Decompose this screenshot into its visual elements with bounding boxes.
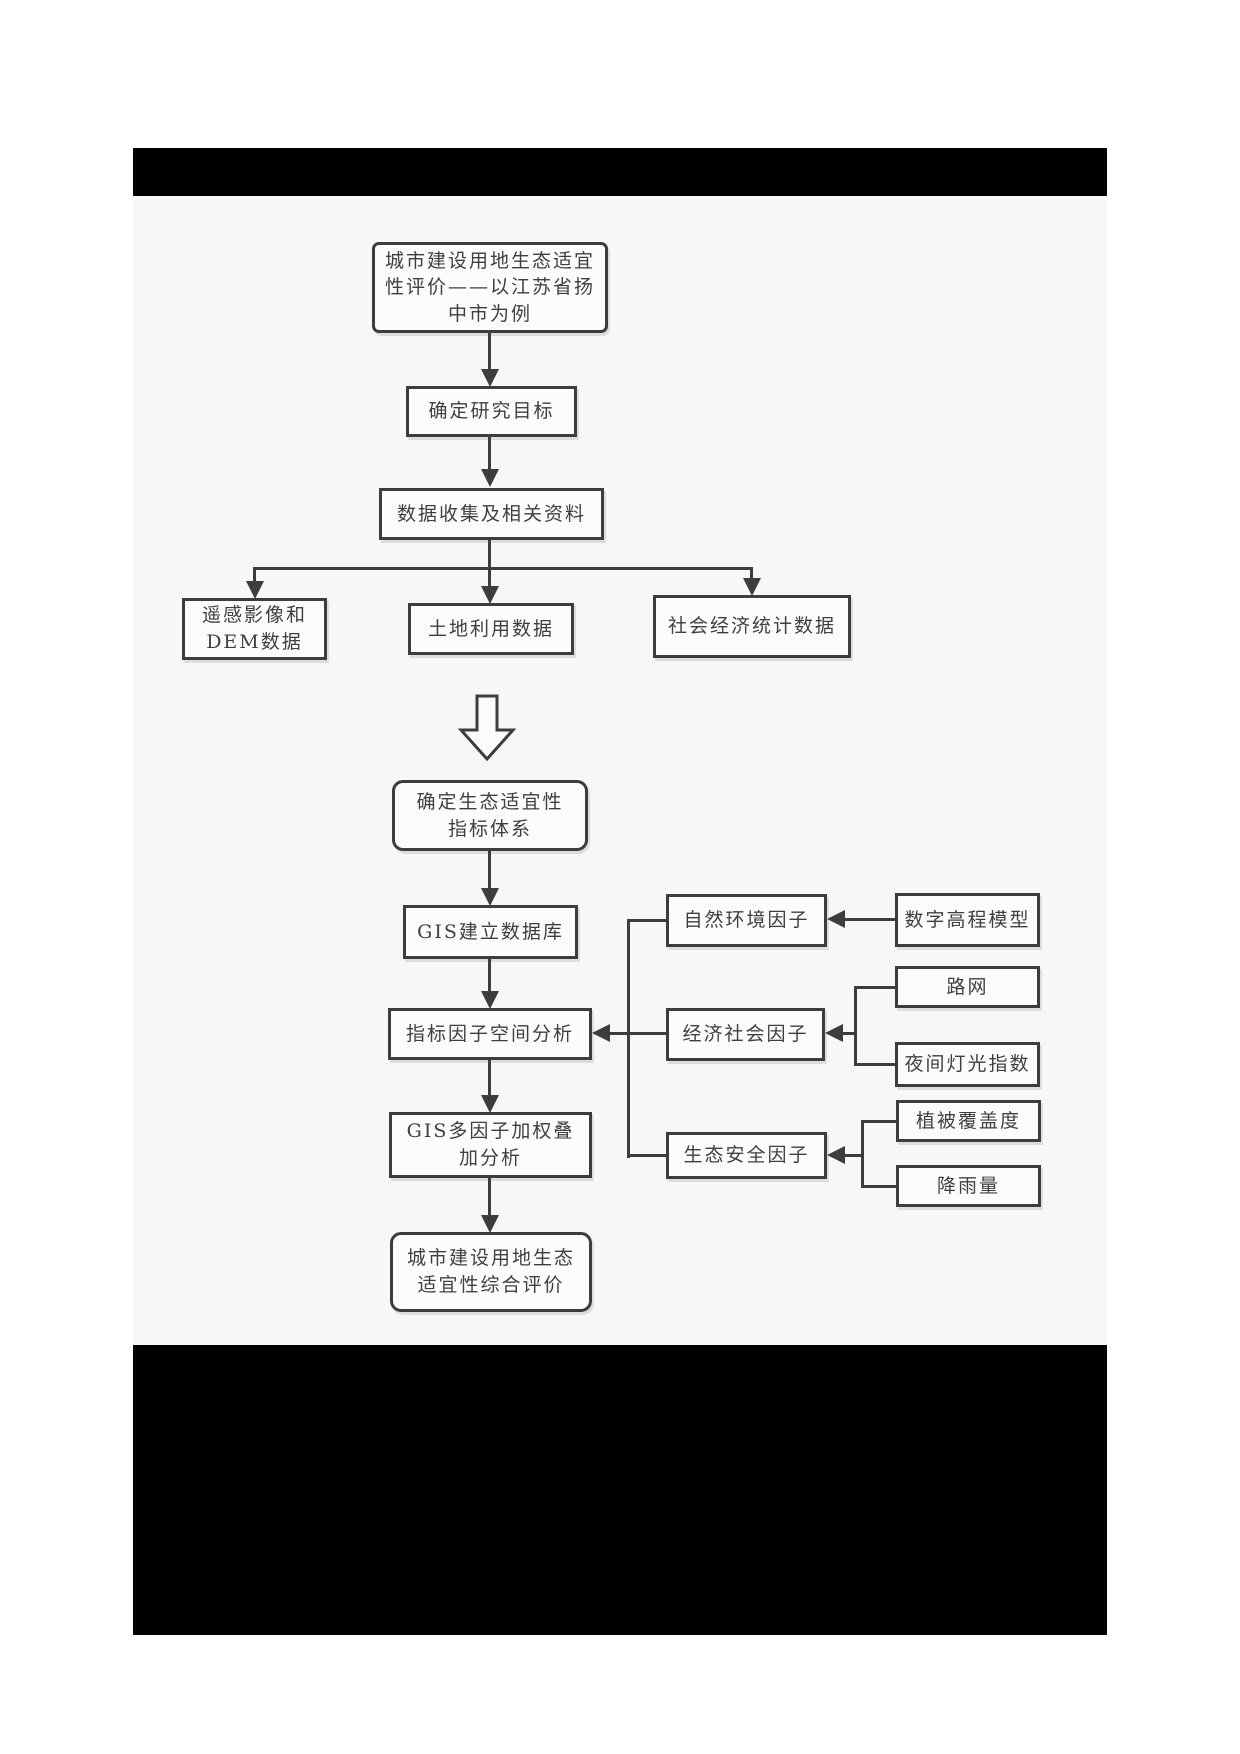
node-vegetation-cover: 植被覆盖度 [896, 1100, 1041, 1142]
node-weighted-overlay: GIS多因子加权叠 加分析 [389, 1112, 592, 1178]
node-night-light-index: 夜间灯光指数 [895, 1042, 1040, 1087]
arrow-gisdb-to-spatial-head [481, 991, 499, 1009]
light-lead-line [857, 1063, 895, 1066]
arrow-title-to-goal-head [481, 369, 499, 387]
road-lead-line [857, 986, 895, 989]
node-natural-factor: 自然环境因子 [666, 894, 827, 947]
economic-sources-trunk-line [854, 986, 857, 1066]
arrow-dem-to-natural-line [843, 918, 895, 921]
arrow-goal-to-collect-head [481, 469, 499, 487]
arrow-weighted-to-final-head [481, 1215, 499, 1233]
node-landuse-data: 土地利用数据 [408, 603, 574, 655]
fanout-middle-head [481, 586, 499, 604]
node-index-system: 确定生态适宜性 指标体系 [392, 780, 588, 851]
vegetation-lead-line [864, 1120, 896, 1123]
node-rainfall: 降雨量 [896, 1165, 1041, 1207]
fanout-stem-line [488, 540, 491, 570]
fanout-right-head [743, 578, 761, 596]
fanout-horizontal-line [253, 567, 752, 570]
arrow-dem-to-natural-head [827, 910, 845, 928]
node-road-network: 路网 [895, 966, 1040, 1008]
safety-factor-lead-line [630, 1154, 666, 1157]
redacted-text-block-top [133, 148, 1107, 196]
node-data-collection: 数据收集及相关资料 [379, 488, 604, 540]
node-research-goal: 确定研究目标 [406, 386, 577, 437]
node-economic-factor: 经济社会因子 [666, 1008, 825, 1061]
node-title: 城市建设用地生态适宜 性评价——以江苏省扬 中市为例 [372, 242, 608, 333]
arrow-factors-to-spatial-line [608, 1032, 666, 1035]
node-ecological-safety-factor: 生态安全因子 [666, 1132, 827, 1179]
rainfall-lead-line [864, 1185, 896, 1188]
arrow-weighted-to-final-line [488, 1178, 491, 1217]
arrow-gisdb-to-spatial-line [488, 959, 491, 993]
arrow-factors-to-spatial-head [592, 1024, 610, 1042]
arrow-title-to-goal-line [488, 333, 491, 372]
arrow-spatial-to-weighted-line [488, 1060, 491, 1097]
fanout-right-drop-line [750, 567, 753, 580]
node-dem-model: 数字高程模型 [895, 893, 1040, 947]
fanout-left-drop-line [253, 567, 256, 583]
fanout-left-head [246, 581, 264, 599]
node-remote-sensing-dem: 遥感影像和 DEM数据 [182, 598, 327, 660]
node-final-evaluation: 城市建设用地生态 适宜性综合评价 [390, 1232, 592, 1312]
natural-factor-lead-line [630, 919, 666, 922]
arrow-sources-to-safety-line [843, 1154, 864, 1157]
factor-trunk-line [627, 919, 630, 1158]
arrow-spatial-to-weighted-head [481, 1095, 499, 1113]
arrow-index-to-gisdb-head [481, 888, 499, 906]
big-hollow-down-arrow [458, 694, 516, 762]
fanout-middle-drop-line [488, 567, 491, 588]
arrow-sources-to-economic-line [841, 1032, 857, 1035]
node-socioeconomic-data: 社会经济统计数据 [653, 595, 851, 658]
arrow-sources-to-economic-head [825, 1024, 843, 1042]
flowchart-figure-area [133, 196, 1107, 1345]
arrow-index-to-gisdb-line [488, 851, 491, 890]
arrow-goal-to-collect-line [488, 437, 491, 473]
arrow-sources-to-safety-head [827, 1146, 845, 1164]
node-spatial-analysis: 指标因子空间分析 [388, 1008, 592, 1060]
node-gis-database: GIS建立数据库 [403, 905, 578, 959]
redacted-text-block-bottom [133, 1345, 1107, 1635]
